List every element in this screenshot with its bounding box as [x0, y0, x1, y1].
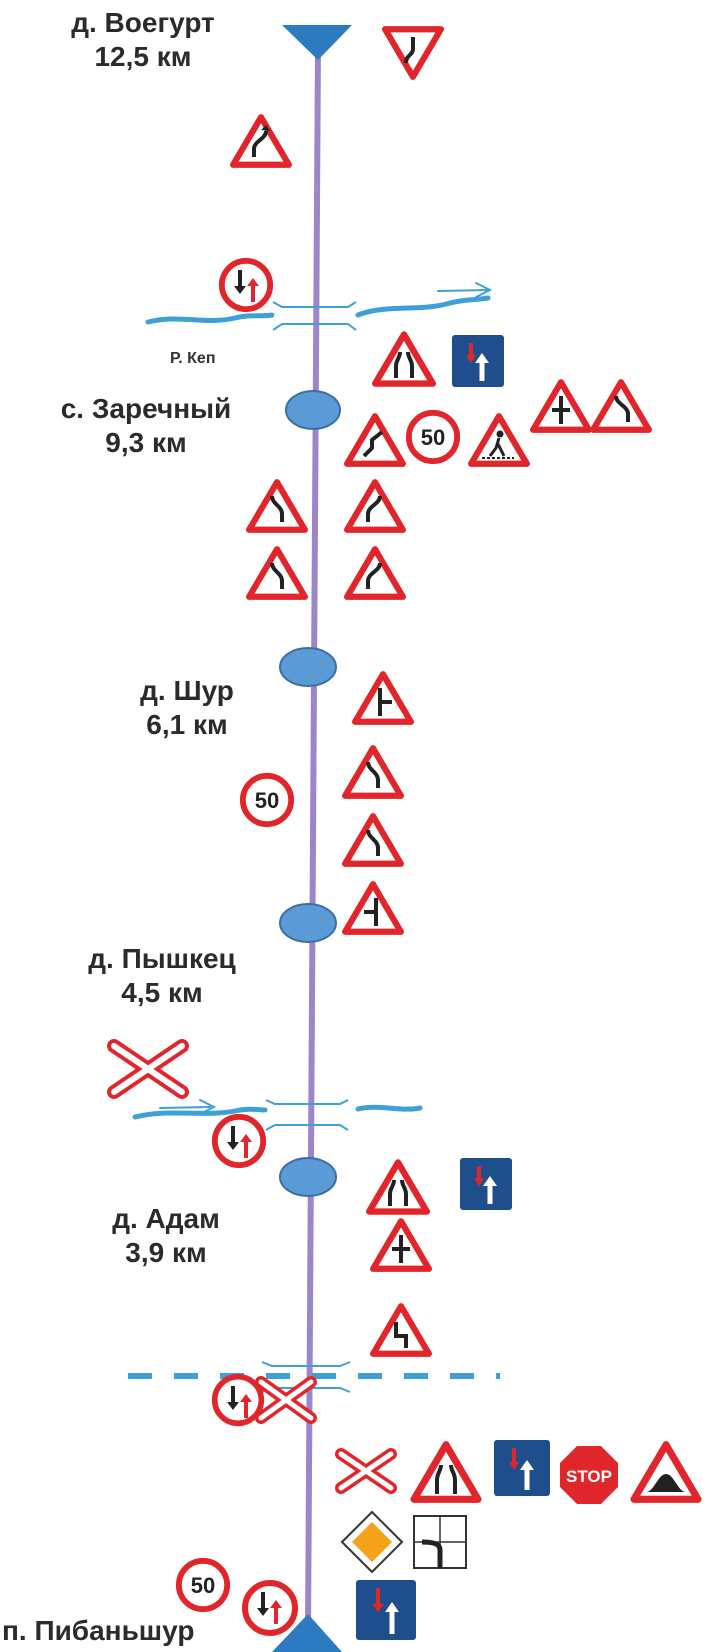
river-label: Р. Кеп: [170, 350, 216, 367]
place-name: д. Пышкец: [88, 943, 236, 974]
place-name: с. Заречный: [60, 393, 232, 424]
sign-priority-over-oncoming-2-icon: [460, 1158, 512, 1210]
river-second: [132, 1099, 423, 1120]
sign-priority-over-oncoming-4-icon: [356, 1580, 416, 1640]
sign-railway-crossing-icon: [107, 1039, 189, 1099]
place-label-voegurt: д. Воегурт 12,5 км: [58, 6, 228, 74]
settlement-node-pyshkets: [279, 903, 337, 943]
sign-give-way-oncoming-3-icon: [215, 1377, 262, 1424]
place-label-pyshkets: д. Пышкец 4,5 км: [72, 942, 252, 1010]
place-distance: 9,3 км: [105, 427, 187, 458]
sign-give-way-oncoming-icon: [222, 261, 270, 309]
sign-pedestrian-crossing-icon: [471, 416, 527, 464]
sign-curve-left-3-icon: [249, 549, 305, 597]
speed-limit-sign-1: 50: [409, 413, 457, 461]
sign-railway-crossing-2-icon: [255, 1376, 317, 1424]
sign-side-road-right-icon: [355, 674, 411, 722]
sign-double-curve-2-icon: [373, 1306, 429, 1354]
sign-curve-left-4-icon: [345, 748, 401, 796]
place-label-shur: д. Шур 6,1 км: [132, 674, 242, 742]
sign-priority-over-oncoming-3-icon: [494, 1440, 550, 1496]
sign-road-narrows-2-icon: [369, 1162, 427, 1211]
place-name: д. Воегурт: [71, 7, 215, 38]
settlement-node-shur: [279, 647, 337, 687]
sign-give-way-oncoming-4-icon: [245, 1583, 295, 1633]
place-name: д. Шур: [140, 675, 234, 706]
bridge-kep: [272, 301, 357, 331]
sign-curve-right-2-icon: [347, 482, 403, 530]
sign-railway-crossing-3-icon: [335, 1448, 397, 1494]
sign-yield-curve-icon: [385, 29, 441, 77]
bridge-second: [265, 1099, 349, 1131]
place-distance: 3,9 км: [125, 1237, 207, 1268]
sign-stop-icon: STOP: [560, 1446, 618, 1504]
place-name: п. Пибаньшур: [2, 1615, 195, 1646]
speed-limit-value-2: 50: [255, 788, 279, 813]
sign-side-road-left-icon: [345, 884, 401, 932]
speed-limit-value-1: 50: [421, 425, 445, 450]
sign-crossroad-icon: [373, 1221, 429, 1269]
sign-curve-right-3-icon: [347, 549, 403, 597]
sign-double-curve-icon: [347, 416, 403, 464]
sign-give-way-oncoming-2-icon: [215, 1117, 263, 1165]
sign-side-road-icon: [533, 382, 589, 430]
place-name: д. Адам: [112, 1203, 220, 1234]
sign-priority-over-oncoming-icon: [452, 335, 504, 387]
place-distance: 4,5 км: [121, 977, 203, 1008]
settlement-node-zarechny: [285, 390, 341, 430]
sign-curve-right-icon: [233, 117, 289, 165]
speed-limit-sign-2: 50: [243, 776, 291, 824]
route-start-marker: [282, 25, 352, 60]
sign-road-narrows-icon: [375, 334, 433, 383]
sign-curve-left-5-icon: [345, 816, 401, 864]
place-distance: 12,5 км: [94, 41, 192, 72]
route-end-marker: [272, 1614, 342, 1652]
sign-main-road-icon: [340, 1510, 404, 1574]
sign-curve-left-2-icon: [249, 482, 305, 530]
place-label-zarechny: с. Заречный 9,3 км: [46, 392, 246, 460]
speed-limit-value-3: 50: [191, 1573, 215, 1598]
river-kep: [145, 282, 493, 325]
sign-curve-left-icon: [593, 382, 649, 430]
place-label-adam: д. Адам 3,9 км: [96, 1202, 236, 1270]
sign-main-road-direction-icon: [413, 1515, 467, 1569]
sign-road-narrows-3-icon: [414, 1445, 478, 1500]
speed-limit-sign-3: 50: [179, 1561, 227, 1609]
road-line: [305, 44, 321, 1633]
settlement-node-adam: [279, 1157, 337, 1197]
place-distance: 6,1 км: [146, 709, 228, 740]
stop-sign-text: STOP: [566, 1467, 612, 1486]
place-label-pibanshur: п. Пибаньшур: [2, 1614, 232, 1648]
sign-uneven-road-icon: [634, 1445, 698, 1500]
